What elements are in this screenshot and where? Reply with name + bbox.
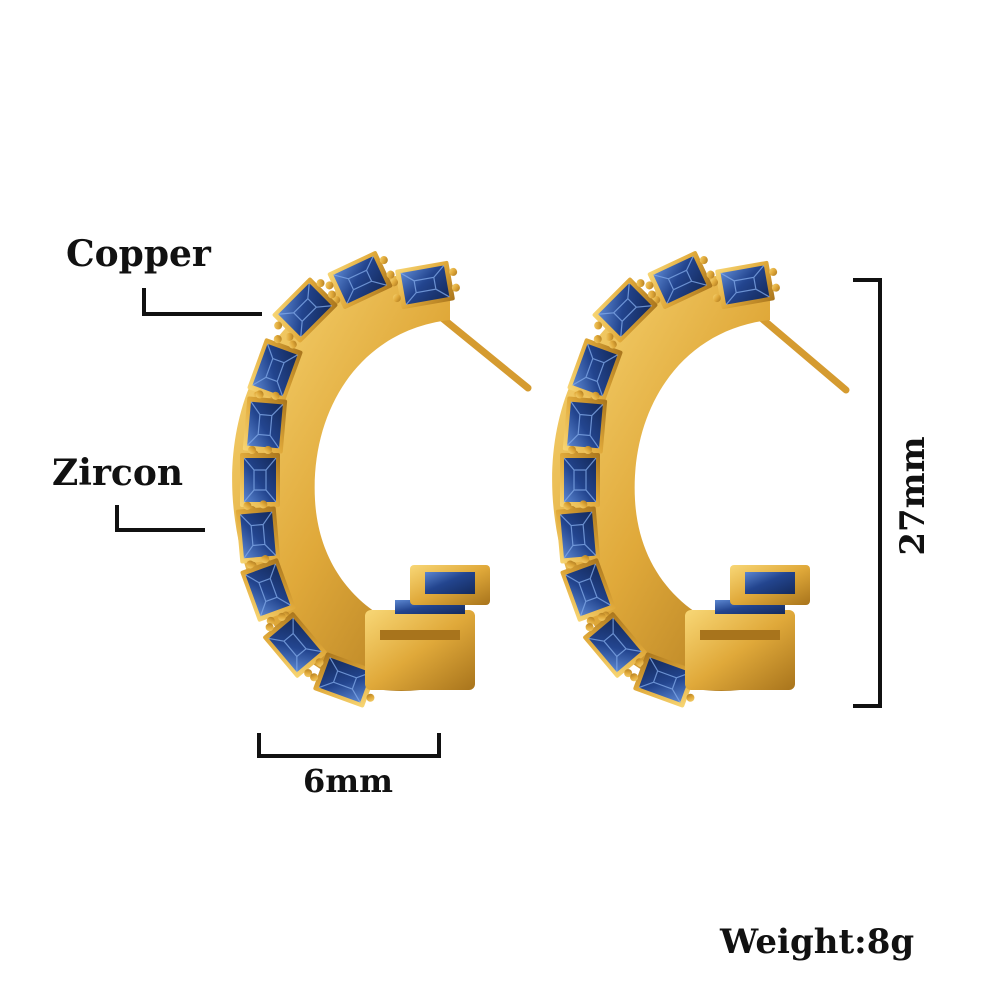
width-dimension-label: 6mm [303, 762, 393, 800]
copper-leader [142, 288, 262, 316]
weight-label: Weight:8g [720, 922, 915, 962]
right-earring [552, 246, 850, 712]
copper-label: Copper [66, 233, 211, 275]
height-dimension-label: 27mm [893, 436, 933, 556]
left-earring [232, 246, 532, 712]
zircon-leader [115, 505, 205, 532]
width-bracket [257, 733, 441, 758]
zircon-label: Zircon [52, 452, 184, 494]
height-bracket [853, 278, 882, 708]
